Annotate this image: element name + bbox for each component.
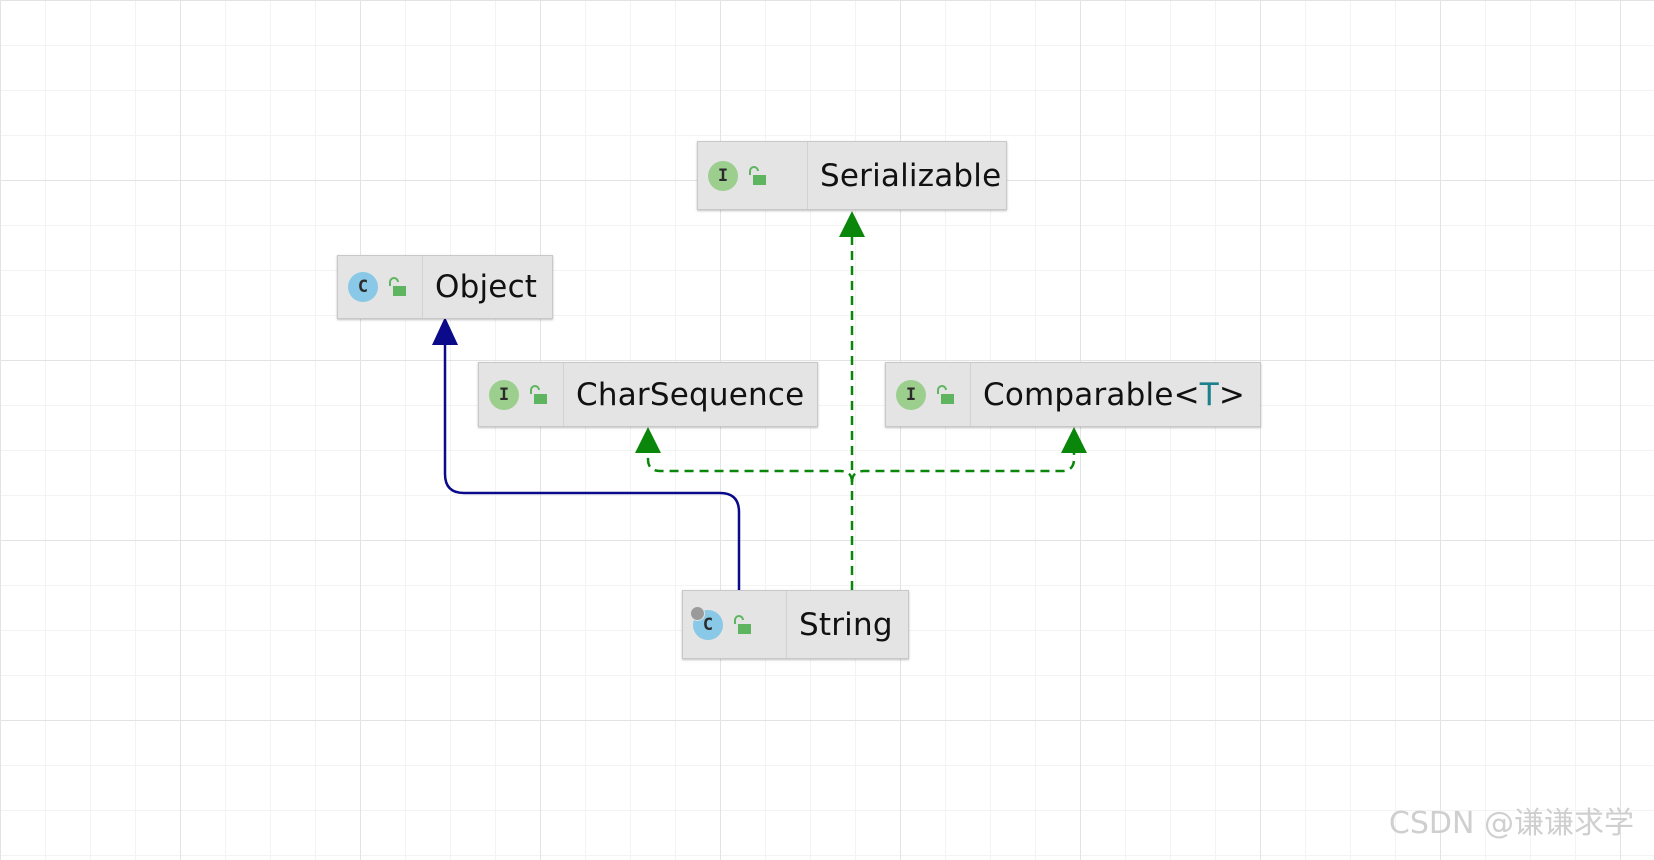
node-charsequence[interactable]: I CharSequence bbox=[478, 362, 818, 427]
node-label-comparable: Comparable<T> bbox=[971, 377, 1245, 413]
edge-string-implements-charsequence bbox=[646, 452, 854, 483]
watermark: CSDN @谦谦求学 bbox=[1388, 806, 1634, 841]
unlocked-icon bbox=[937, 384, 954, 404]
final-class-icon: C bbox=[690, 605, 723, 640]
interface-icon: I bbox=[489, 379, 519, 410]
node-object-icons: C bbox=[338, 256, 423, 318]
type-parameter: T bbox=[1199, 376, 1219, 413]
edge-string-extends-object bbox=[443, 340, 741, 590]
class-icon: C bbox=[348, 272, 378, 302]
arrowhead-serializable bbox=[839, 211, 865, 237]
node-serializable[interactable]: I Serializable bbox=[697, 141, 1007, 210]
node-label-serializable: Serializable bbox=[820, 157, 1002, 194]
interface-icon: I bbox=[708, 160, 738, 191]
unlocked-icon bbox=[530, 384, 547, 404]
node-label-object: Object bbox=[435, 269, 538, 305]
edge-string-implements-comparable bbox=[850, 452, 1076, 483]
arrowhead-charsequence bbox=[635, 427, 661, 453]
comparable-name: Comparable< bbox=[983, 376, 1200, 413]
node-charsequence-icons: I bbox=[479, 363, 564, 426]
node-comparable-icons: I bbox=[886, 363, 971, 426]
unlocked-icon bbox=[734, 614, 751, 634]
node-label-string: String bbox=[799, 606, 893, 643]
comparable-suffix: > bbox=[1218, 376, 1246, 413]
arrowhead-object bbox=[432, 317, 458, 345]
node-label-charsequence: CharSequence bbox=[576, 376, 805, 413]
arrowhead-comparable bbox=[1061, 427, 1087, 453]
unlocked-icon bbox=[749, 165, 766, 185]
interface-icon: I bbox=[896, 379, 926, 410]
node-comparable[interactable]: I Comparable<T> bbox=[885, 362, 1261, 427]
node-string[interactable]: C String bbox=[682, 590, 909, 659]
node-serializable-icons: I bbox=[698, 142, 808, 209]
class-kind-letter: C bbox=[702, 614, 714, 635]
final-modifier-icon bbox=[690, 605, 705, 621]
node-object[interactable]: C Object bbox=[337, 255, 553, 319]
node-string-icons: C bbox=[683, 591, 787, 658]
unlocked-icon bbox=[389, 277, 406, 296]
